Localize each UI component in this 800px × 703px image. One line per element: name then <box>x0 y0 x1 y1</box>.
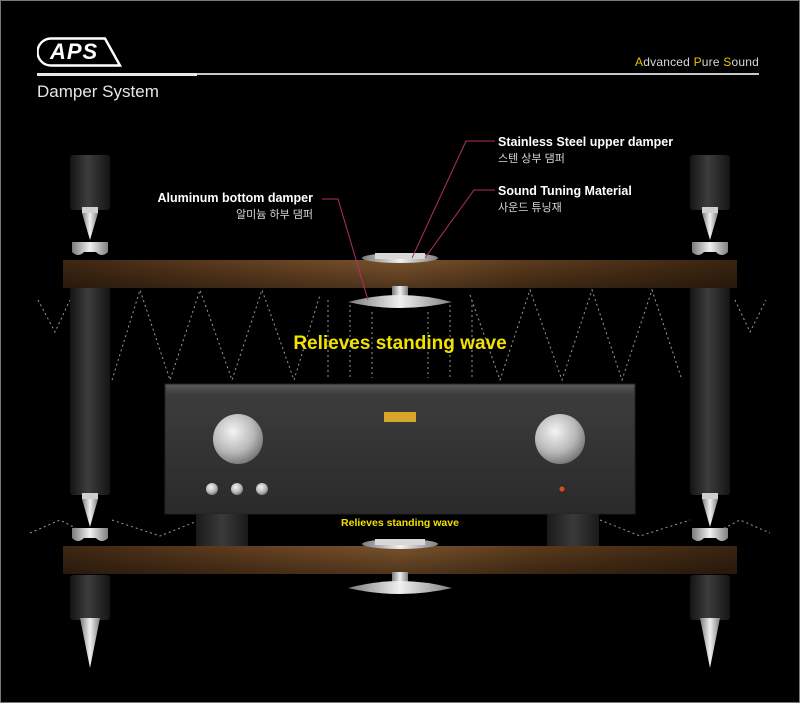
spike-cups <box>72 207 728 668</box>
right-pillar <box>690 155 730 620</box>
callout-aluminum-bottom-damper: Aluminum bottom damper <box>157 191 313 205</box>
aps-logo-badge <box>37 37 122 67</box>
callout-sound-tuning-material-ko: 사운드 튜닝재 <box>498 202 562 214</box>
amplifier-badge <box>384 412 416 422</box>
aps-logo-text: APS <box>50 39 99 64</box>
header-rule-accent <box>37 73 197 76</box>
callout-aluminum-bottom-damper-ko: 알미늄 하부 댐퍼 <box>236 209 313 221</box>
lower-shelf <box>63 546 737 574</box>
wave-label-main: Relieves standing wave <box>293 333 507 354</box>
callout-sound-tuning-material: Sound Tuning Material <box>498 184 632 198</box>
header-rule <box>37 73 759 75</box>
lower-center-damper <box>348 539 452 594</box>
upper-shelf <box>63 260 737 288</box>
callout-steel-upper-damper: Stainless Steel upper damper <box>498 135 674 149</box>
left-pillar <box>70 155 110 620</box>
brand-tagline: Advanced Pure Sound <box>635 55 759 69</box>
upper-center-damper <box>348 253 452 308</box>
standing-wave-lines-upper <box>37 288 767 382</box>
wave-label-small: Relieves standing wave <box>341 517 459 529</box>
callout-steel-upper-damper-ko: 스텐 상부 댐퍼 <box>498 153 565 165</box>
amplifier <box>164 383 636 546</box>
callout-leaders <box>322 140 495 301</box>
page-title: Damper System <box>37 82 159 101</box>
